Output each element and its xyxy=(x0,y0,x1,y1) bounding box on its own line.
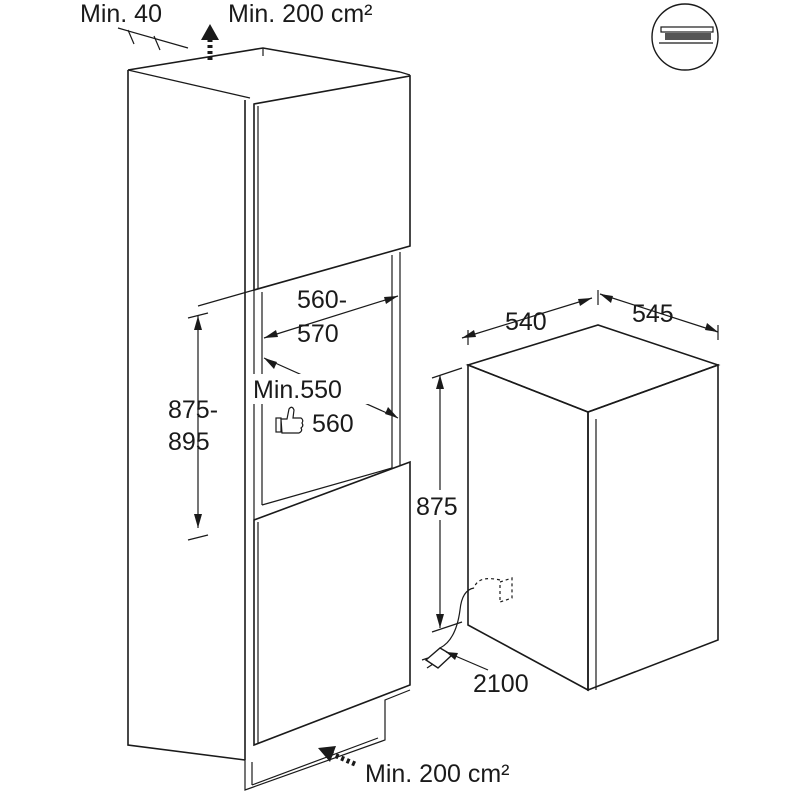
ventilation-arrow-icon xyxy=(318,746,356,767)
power-cable xyxy=(439,577,513,649)
appliance-width-label: 540 xyxy=(505,308,547,336)
power-plug-icon xyxy=(421,647,454,669)
cable-length-label: 2100 xyxy=(473,670,529,698)
niche-height-label-2: 895 xyxy=(168,428,210,456)
ventilation-arrow-icon xyxy=(201,24,219,60)
top-clearance-dimension: Min. 40 xyxy=(80,0,189,51)
min-40-label: Min. 40 xyxy=(80,0,162,28)
integrated-appliance-icon xyxy=(651,3,719,71)
appliance-depth-dimension: 545 xyxy=(599,293,719,340)
recommended-depth-label: 560 xyxy=(312,410,354,438)
niche-height-label-1: 875- xyxy=(168,396,218,424)
vent-bottom-label: Min. 200 cm² xyxy=(365,760,509,788)
appliance-depth-label: 545 xyxy=(632,300,674,328)
appliance-body xyxy=(465,324,721,692)
niche-width-dimension: 560- 570 xyxy=(263,286,399,348)
niche-height-dimension: 875- 895 xyxy=(168,312,218,541)
niche-width-label-1: 560- xyxy=(297,286,347,314)
min-depth-label: Min.550 xyxy=(253,376,342,404)
appliance-height-label: 875 xyxy=(416,493,458,521)
lower-door xyxy=(253,460,411,747)
tall-cabinet xyxy=(127,47,411,761)
plinth xyxy=(244,689,411,791)
upper-door xyxy=(253,75,411,292)
appliance-width-dimension: 540 xyxy=(461,290,599,345)
vent-top-label: Min. 200 cm² xyxy=(228,0,372,28)
niche-width-label-2: 570 xyxy=(297,320,339,348)
thumbs-up-icon xyxy=(275,406,304,434)
